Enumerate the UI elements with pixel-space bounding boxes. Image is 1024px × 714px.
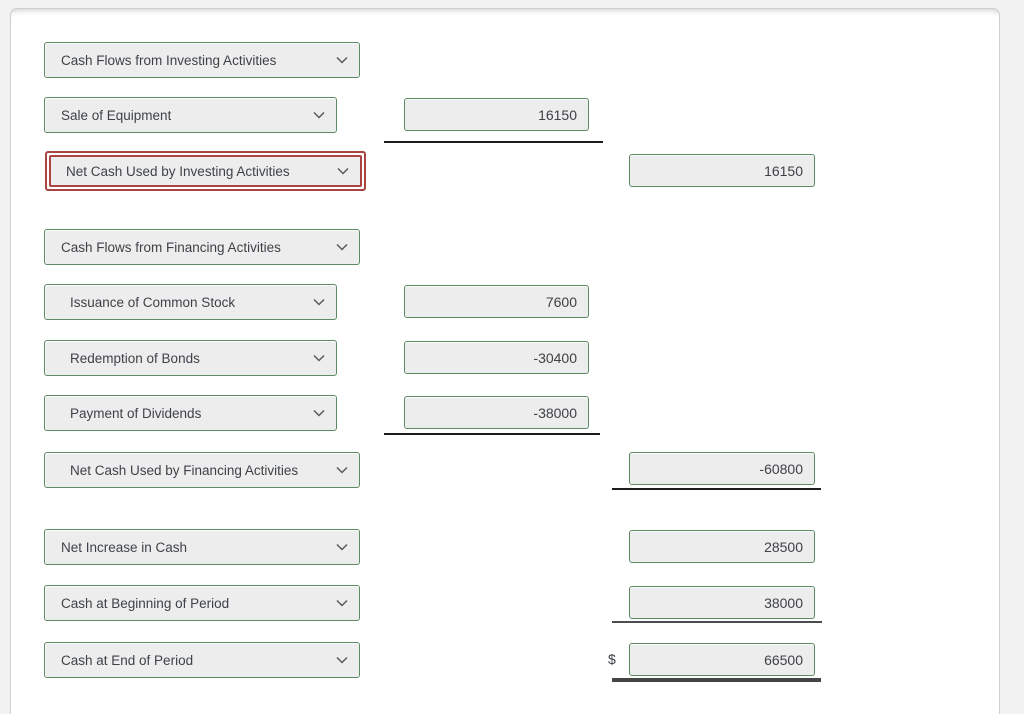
select-label: Cash Flows from Investing Activities — [61, 52, 277, 68]
select-section-financing[interactable]: Cash Flows from Financing Activities — [44, 229, 360, 265]
select-label: Issuance of Common Stock — [70, 294, 236, 310]
select-label: Cash at End of Period — [61, 652, 194, 668]
chevron-down-icon — [313, 298, 325, 306]
select-cash-beginning[interactable]: Cash at Beginning of Period — [44, 585, 360, 621]
chevron-down-icon — [313, 409, 325, 417]
amount-input-payment-of-dividends[interactable] — [404, 396, 589, 429]
select-sale-of-equipment[interactable]: Sale of Equipment — [44, 97, 337, 133]
amount-input-redemption-of-bonds[interactable] — [404, 341, 589, 374]
subtotal-rule-net-financing — [612, 488, 821, 490]
amount-input-cash-end[interactable] — [629, 643, 815, 676]
chevron-down-icon — [336, 656, 348, 664]
select-label: Payment of Dividends — [70, 405, 202, 421]
amount-input-net-increase-in-cash[interactable] — [629, 530, 815, 563]
select-label: Net Cash Used by Investing Activities — [66, 163, 290, 179]
chevron-down-icon — [313, 111, 325, 119]
select-label: Cash Flows from Financing Activities — [61, 239, 281, 255]
chevron-down-icon — [336, 543, 348, 551]
subtotal-rule-financing — [384, 433, 600, 435]
select-issuance-common-stock[interactable]: Issuance of Common Stock — [44, 284, 337, 320]
chevron-down-icon — [336, 599, 348, 607]
select-label: Sale of Equipment — [61, 107, 172, 123]
chevron-down-icon — [336, 466, 348, 474]
select-redemption-of-bonds[interactable]: Redemption of Bonds — [44, 340, 337, 376]
select-cash-end[interactable]: Cash at End of Period — [44, 642, 360, 678]
select-label: Cash at Beginning of Period — [61, 595, 230, 611]
select-section-investing[interactable]: Cash Flows from Investing Activities — [44, 42, 360, 78]
amount-input-cash-beginning[interactable] — [629, 586, 815, 619]
total-double-rule — [612, 678, 821, 682]
amount-input-sale-of-equipment[interactable] — [404, 98, 589, 131]
amount-input-issuance-common-stock[interactable] — [404, 285, 589, 318]
error-highlight-frame: Net Cash Used by Investing Activities — [45, 151, 366, 191]
amount-input-net-cash-investing[interactable] — [629, 154, 815, 187]
select-payment-of-dividends[interactable]: Payment of Dividends — [44, 395, 337, 431]
select-label: Redemption of Bonds — [70, 350, 200, 366]
currency-symbol: $ — [608, 651, 616, 667]
amount-input-net-cash-financing[interactable] — [629, 452, 815, 485]
chevron-down-icon — [336, 243, 348, 251]
select-label: Net Increase in Cash — [61, 539, 188, 555]
select-net-increase-in-cash[interactable]: Net Increase in Cash — [44, 529, 360, 565]
chevron-down-icon — [337, 167, 349, 175]
select-net-cash-investing[interactable]: Net Cash Used by Investing Activities — [49, 155, 362, 187]
select-net-cash-financing[interactable]: Net Cash Used by Financing Activities — [44, 452, 360, 488]
subtotal-rule-investing — [384, 141, 603, 143]
chevron-down-icon — [313, 354, 325, 362]
chevron-down-icon — [336, 56, 348, 64]
select-label: Net Cash Used by Financing Activities — [70, 462, 299, 478]
subtotal-rule-cash-beginning — [612, 621, 822, 623]
